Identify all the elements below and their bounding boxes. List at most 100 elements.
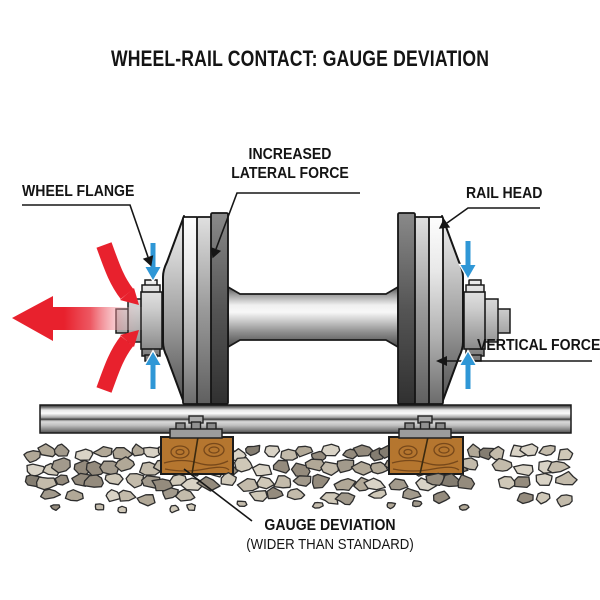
rail-head-leader <box>438 207 540 229</box>
sleeper-right <box>388 436 464 475</box>
ballast-stone <box>233 456 254 473</box>
wheel-flange-label: WHEEL FLANGE <box>22 183 135 200</box>
increased-lateral-force-line2: LATERAL FORCE <box>231 165 349 182</box>
ballast-stone <box>118 489 137 502</box>
ballast-stone <box>491 457 513 472</box>
ballast-stone <box>196 476 221 492</box>
wheelset <box>115 212 511 405</box>
ballast-stone <box>272 459 291 474</box>
flange-contact-arrow-lower <box>96 336 134 393</box>
ballast-stone <box>236 500 248 508</box>
ballast-stone <box>114 456 136 472</box>
ballast-front <box>24 470 578 514</box>
ballast-stone <box>136 494 156 507</box>
increased-lateral-force-line1: INCREASED <box>248 146 332 163</box>
ballast-stone <box>83 474 104 488</box>
lateral-force-arrows <box>12 242 143 393</box>
wheel-flange-leader <box>22 204 154 267</box>
ballast-stone <box>131 443 147 457</box>
ballast-stone <box>256 475 276 490</box>
ballast-stone <box>50 457 71 474</box>
ballast-stone <box>37 443 58 458</box>
ballast-stone <box>112 447 134 460</box>
ballast-stone <box>457 473 476 490</box>
ballast-stone <box>352 444 374 457</box>
flange-contact-arrow-upper <box>96 242 134 299</box>
flange-contact-arrowhead-lower <box>120 330 139 347</box>
ballast-stone <box>512 464 534 477</box>
ballast-stone <box>273 475 292 489</box>
ballast-stone <box>458 503 470 511</box>
wood-crack <box>191 436 199 475</box>
ballast-stone <box>516 491 534 505</box>
ballast-stone <box>220 472 237 487</box>
ballast-stone <box>117 505 128 514</box>
rail-web-line <box>41 418 570 421</box>
gauge-deviation-leader <box>183 468 253 522</box>
ballast-stone <box>334 492 356 506</box>
ballast-stone <box>244 444 261 457</box>
ballast-stone <box>74 448 94 461</box>
lateral-force-arrow <box>12 296 143 341</box>
ballast-stone <box>53 443 70 457</box>
ballast-stone <box>169 504 180 514</box>
ballast-stone <box>248 490 268 502</box>
ballast-stone <box>49 504 61 512</box>
gauge-deviation-label: GAUGE DEVIATION (WIDER THAN STANDARD) <box>220 517 440 553</box>
ballast-stone <box>186 503 197 511</box>
flange-contact-arrowhead-upper <box>120 288 139 305</box>
ballast-stone <box>105 489 123 503</box>
ballast-stone <box>236 477 260 493</box>
ballast-stone <box>336 459 355 474</box>
wood-grain <box>391 442 460 472</box>
ballast-stone <box>412 500 423 508</box>
ballast-stone <box>125 472 145 489</box>
ballast-stone <box>369 461 389 475</box>
ballast-stone <box>333 477 357 492</box>
wood-crack <box>419 436 429 475</box>
right-wheel <box>397 212 511 405</box>
ballast-stone <box>264 445 281 458</box>
ballast-stone <box>94 503 105 511</box>
ballast-stone <box>557 448 574 461</box>
ballast-stone <box>547 460 571 474</box>
sleeper-left <box>160 436 234 475</box>
ballast-stone <box>514 476 531 489</box>
ballast-stone <box>556 494 573 508</box>
ballast-stone <box>292 475 312 487</box>
ballast-stone <box>386 502 397 510</box>
gauge-deviation-subtitle: (WIDER THAN STANDARD) <box>246 536 414 553</box>
ballast-stone <box>320 443 341 457</box>
ballast-stone <box>538 444 556 457</box>
ballast-stone <box>320 461 339 477</box>
ballast-back <box>23 442 574 478</box>
ballast-stone <box>174 488 196 502</box>
gauge-deviation-title: GAUGE DEVIATION <box>264 517 396 534</box>
ballast-stone <box>440 473 463 488</box>
wood-grain <box>163 442 230 472</box>
rail <box>39 404 572 434</box>
ballast-stone <box>280 448 299 461</box>
ballast-stone <box>311 501 324 509</box>
ballast-stone <box>350 460 375 476</box>
ballast-stone <box>161 487 179 500</box>
axle <box>227 286 399 348</box>
ballast-stone <box>432 490 451 505</box>
ballast-stone <box>23 450 42 464</box>
ballast-stone <box>425 472 445 487</box>
ballast-stone <box>26 463 46 477</box>
ballast-stone <box>554 470 578 486</box>
ballast-stone <box>266 486 284 500</box>
ballast-stone <box>294 445 314 458</box>
ballast-stone <box>535 491 551 505</box>
ballast-stone <box>92 445 113 458</box>
ballast-stone <box>64 489 84 502</box>
ballast-stone <box>402 487 422 501</box>
ballast-stone <box>363 477 386 491</box>
vertical-force-label: VERTICAL FORCE <box>477 337 600 354</box>
diagram-title: WHEEL-RAIL CONTACT: GAUGE DEVIATION <box>110 46 490 71</box>
increased-lateral-force-leader <box>210 192 360 259</box>
ballast-stone <box>143 446 161 459</box>
